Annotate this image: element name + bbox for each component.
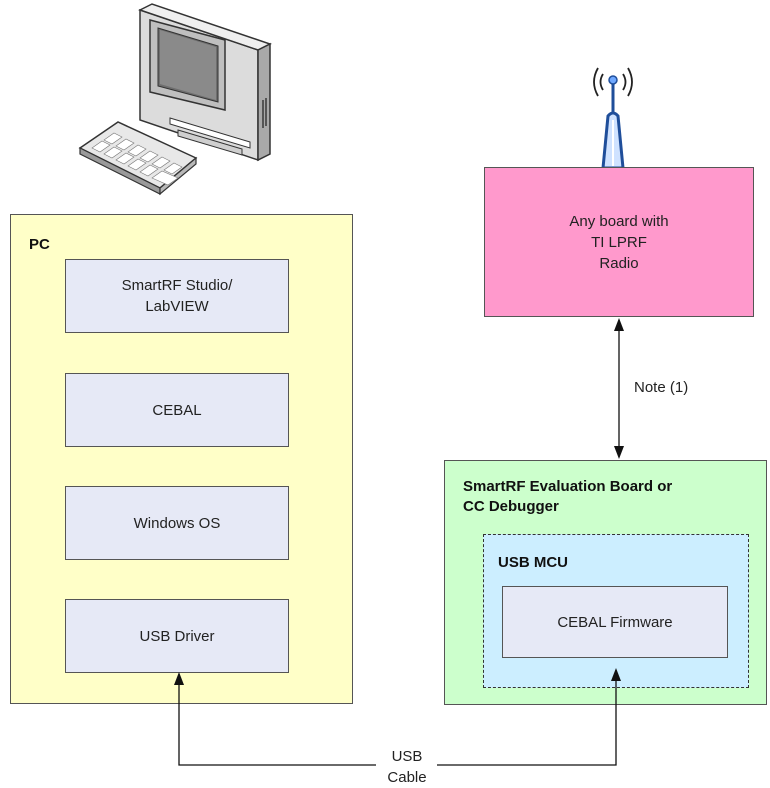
antenna-icon: [593, 67, 633, 170]
usb-cable-arrow-driver: [174, 672, 184, 685]
radio-link-arrow-up: [614, 318, 624, 331]
evaluation-board-title: SmartRF Evaluation Board or CC Debugger: [463, 478, 673, 515]
usb-mcu-block: USB MCU CEBAL Firmware: [483, 534, 749, 688]
smartrf-studio-layer: SmartRF Studio/ LabVIEW: [65, 259, 289, 333]
desktop-computer-icon: [78, 3, 272, 196]
usb-cable-right: [437, 680, 617, 766]
usb-mcu-title: USB MCU: [498, 554, 568, 571]
cebal-layer: CEBAL: [65, 373, 289, 447]
cebal-firmware-block: CEBAL Firmware: [502, 586, 728, 658]
usb-cable-label: USB Cable: [387, 748, 427, 786]
usb-cable-arrow-firmware: [611, 668, 621, 681]
usb-driver-layer: USB Driver: [65, 599, 289, 673]
pc-panel: PC SmartRF Studio/ LabVIEW CEBAL Windows…: [10, 214, 353, 704]
radio-board: Any board with TI LPRF Radio: [484, 167, 754, 317]
pc-title: PC: [29, 236, 50, 253]
windows-os-layer: Windows OS: [65, 486, 289, 560]
link-note-label: Note (1): [634, 379, 689, 396]
evaluation-board: SmartRF Evaluation Board or CC Debugger …: [444, 460, 767, 705]
radio-link-arrow-down: [614, 446, 624, 459]
usb-cable-left: [178, 684, 376, 766]
